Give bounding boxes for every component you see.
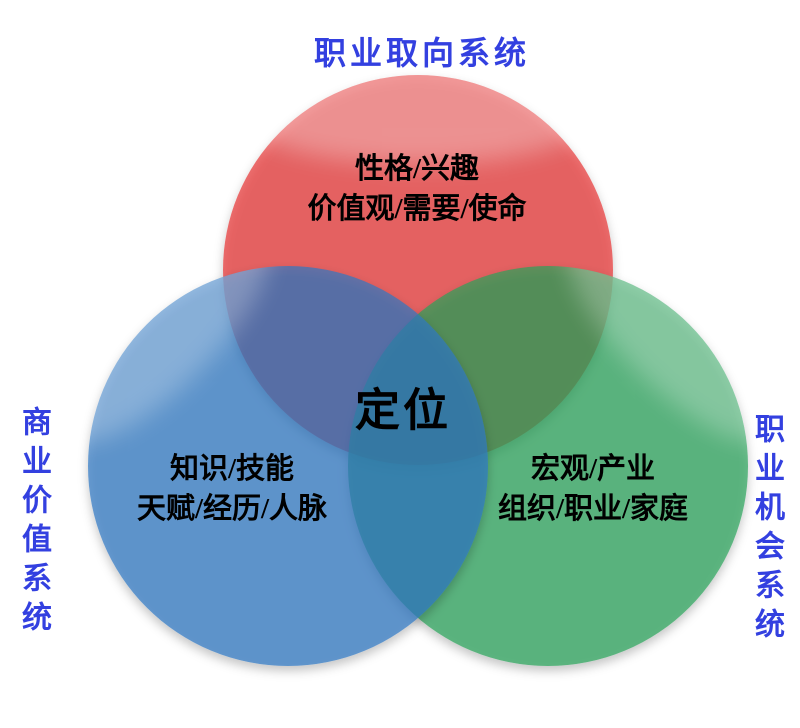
top-system-title: 职业取向系统 [313,35,531,71]
left-circle-gloss-highlight [88,266,269,443]
right-circle-label-line1: 宏观/产业 [530,453,656,485]
right-circle-label: 宏观/产业 组织/职业/家庭 [498,449,688,529]
top-circle-label-line1: 性格/兴趣 [354,153,480,185]
top-circle-label: 性格/兴趣 价值观/需要/使命 [307,149,526,229]
left-system-title: 商业价值系统 [17,406,50,640]
right-circle-label-line2: 组织/职业/家庭 [497,493,689,525]
right-circle-gloss-highlight [567,266,748,443]
left-circle-label-line2: 天赋/经历/人脉 [136,493,328,525]
left-circle-label: 知识/技能 天赋/经历/人脉 [137,449,327,529]
top-circle-label-line2: 价值观/需要/使命 [307,193,527,225]
left-circle-label-line1: 知识/技能 [169,453,295,485]
center-intersection-label: 定位 [354,383,452,437]
right-system-title: 职业机会系统 [750,413,783,647]
